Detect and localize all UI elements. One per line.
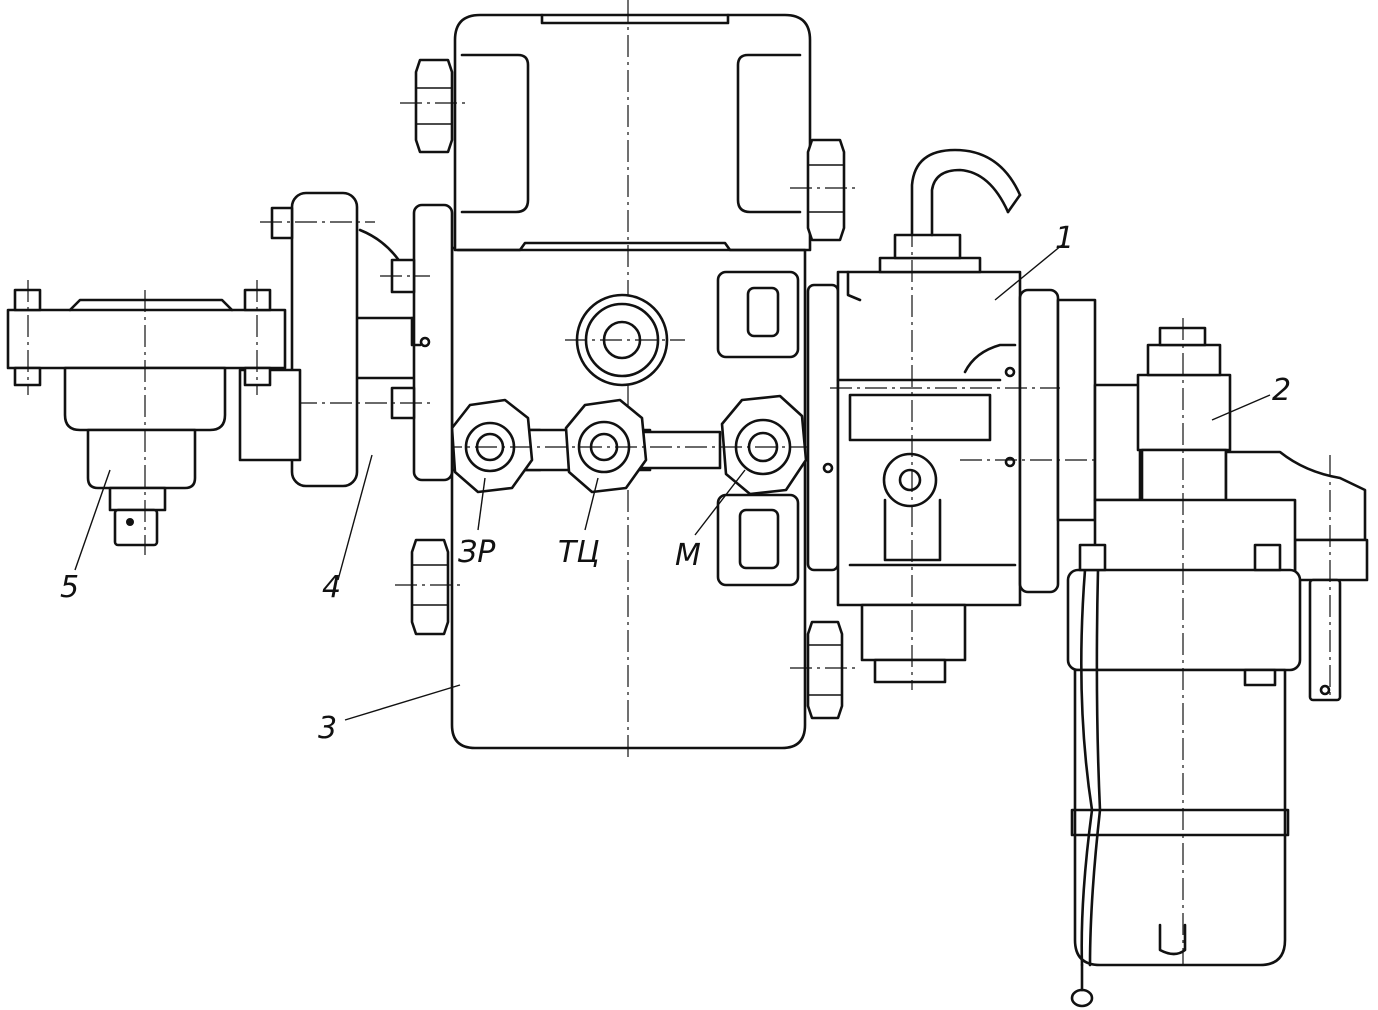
right-valve xyxy=(806,148,1100,690)
main-housing xyxy=(450,0,812,760)
callout-5: 5 xyxy=(60,570,79,605)
port-tc-fitting xyxy=(564,398,648,494)
center-nut xyxy=(565,293,685,387)
leader-lines xyxy=(74,244,1271,721)
port-fittings xyxy=(440,394,820,496)
side-unit xyxy=(1066,318,1369,1008)
callout-4: 4 xyxy=(322,570,341,605)
callout-1: 1 xyxy=(1055,221,1074,256)
callout-3: 3 xyxy=(318,711,337,746)
housing-bolts xyxy=(395,58,860,720)
port-label-m: М xyxy=(675,538,701,573)
port-m-fitting xyxy=(720,394,808,496)
port-label-tc: ТЦ xyxy=(558,535,600,570)
callout-2: 2 xyxy=(1272,373,1291,408)
port-label-zr: ЗР xyxy=(458,535,496,570)
left-valve xyxy=(6,280,302,555)
port-zr-fitting xyxy=(450,398,534,494)
